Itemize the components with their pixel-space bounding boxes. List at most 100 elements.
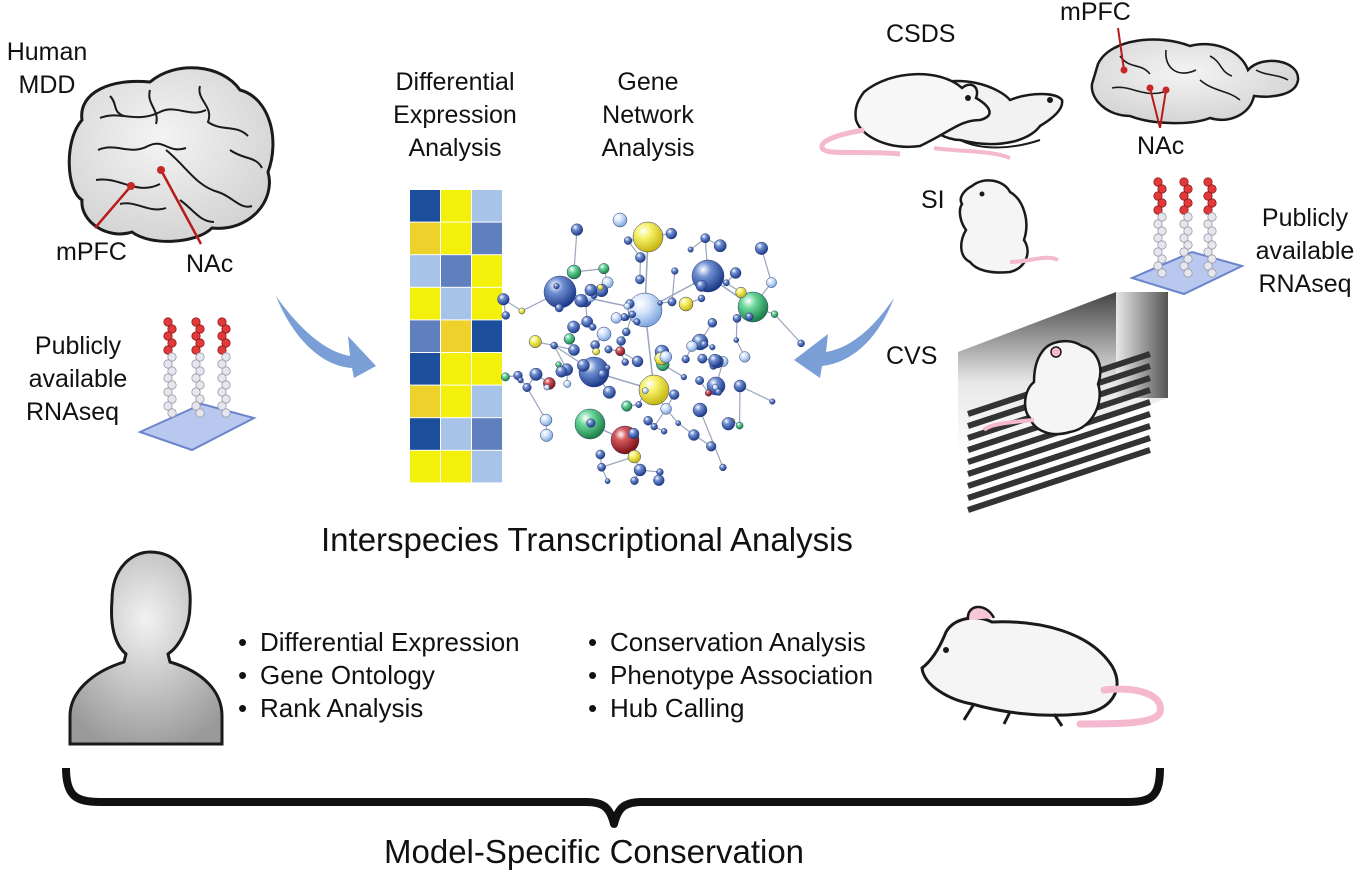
label-line: Network	[598, 99, 698, 132]
arrow-left-icon	[276, 296, 376, 378]
network-node	[666, 228, 677, 239]
network-node	[736, 287, 747, 298]
network-node	[766, 278, 776, 288]
network-node	[622, 359, 629, 366]
heatmap-cell	[472, 288, 502, 320]
bottom-caption: Model-Specific Conservation	[384, 832, 804, 872]
network-node	[603, 386, 615, 398]
label-line: available	[1245, 235, 1364, 268]
network-node	[771, 311, 778, 318]
heatmap-cell	[441, 223, 471, 255]
network-node	[695, 376, 703, 384]
heatmap-cell	[472, 223, 502, 255]
network-node	[658, 301, 663, 306]
bead	[222, 409, 230, 417]
heatmap	[410, 190, 502, 482]
heatmap-cell	[441, 418, 471, 450]
network-node	[587, 419, 596, 428]
heatmap-cell	[441, 288, 471, 320]
bead	[1208, 269, 1216, 277]
label-line: Publicly	[16, 330, 140, 363]
heatmap-cell	[441, 353, 471, 385]
network-node	[723, 280, 729, 286]
label-si: SI	[921, 184, 945, 217]
heatmap-cell	[441, 190, 471, 222]
list-item: Differential Expression	[238, 626, 520, 659]
label-line: RNAseq	[16, 396, 140, 429]
network-node	[530, 368, 542, 380]
right-bullet-list: Conservation Analysis Phenotype Associat…	[588, 626, 873, 725]
network-node	[722, 417, 735, 430]
person-icon	[70, 552, 222, 744]
network-node	[624, 237, 632, 245]
network-node	[605, 365, 610, 370]
label-rnaseq-right: Publicly available RNAseq	[1245, 202, 1364, 301]
heatmap-cell	[410, 353, 440, 385]
network-node	[628, 450, 641, 463]
network-node	[696, 280, 707, 291]
left-bullet-list: Differential Expression Gene Ontology Ra…	[238, 626, 520, 725]
network-node	[636, 401, 642, 407]
network-node	[523, 383, 532, 392]
network-node	[705, 390, 712, 397]
network-node	[669, 390, 679, 400]
network-edge	[775, 314, 802, 343]
network-node	[656, 469, 663, 476]
mouse-icon	[922, 607, 1160, 726]
heatmap-cell	[472, 386, 502, 418]
heatmap-cell	[472, 353, 502, 385]
workflow-diagram: Human MDD mPFC NAc Publicly available RN…	[0, 0, 1364, 852]
network-node	[734, 338, 739, 343]
network-node	[611, 313, 622, 324]
heatmap-cell	[472, 190, 502, 222]
label-human-nac: NAc	[186, 248, 233, 281]
network-node	[714, 240, 726, 252]
network-node	[661, 428, 667, 434]
network-node	[635, 252, 645, 262]
network-node	[736, 422, 743, 429]
network-node	[567, 265, 581, 279]
network-node	[632, 356, 643, 367]
network-node	[687, 341, 698, 352]
network-node	[577, 359, 589, 371]
label-mouse-nac: NAc	[1137, 130, 1184, 163]
network-node	[770, 399, 776, 405]
network-node	[617, 337, 626, 346]
network-node	[734, 380, 746, 392]
heatmap-cell	[472, 320, 502, 352]
network-node	[544, 276, 576, 308]
network-node	[730, 268, 741, 279]
network-node	[628, 428, 639, 439]
bead	[1184, 269, 1192, 277]
list-item: Conservation Analysis	[588, 626, 873, 659]
bead	[196, 409, 204, 417]
bead	[1158, 269, 1166, 277]
network-node	[733, 314, 741, 322]
network-node	[605, 346, 612, 353]
network-node	[564, 334, 575, 345]
label-rnaseq-left: Publicly available RNAseq	[16, 330, 140, 429]
network-node	[599, 263, 609, 273]
label-line: RNAseq	[1245, 268, 1364, 301]
network-node	[628, 293, 662, 327]
network-node	[597, 327, 611, 341]
network-node	[712, 384, 718, 390]
heatmap-cell	[410, 288, 440, 320]
label-gene-network: Gene Network Analysis	[598, 66, 698, 165]
list-item: Rank Analysis	[238, 692, 520, 725]
heatmap-cell	[472, 418, 502, 450]
network-node	[634, 319, 640, 325]
heatmap-cell	[441, 320, 471, 352]
network-node	[651, 423, 658, 430]
network-node	[518, 377, 524, 383]
network-node	[502, 312, 510, 320]
network-node	[589, 324, 596, 331]
network-node	[571, 224, 583, 236]
rnaseq-icon-right	[1132, 178, 1242, 294]
rnaseq-icon-left	[140, 318, 254, 450]
label-csds: CSDS	[886, 18, 955, 51]
network-node	[701, 234, 710, 243]
heatmap-cell	[410, 255, 440, 287]
network-node	[564, 380, 571, 387]
network-node	[644, 416, 653, 425]
